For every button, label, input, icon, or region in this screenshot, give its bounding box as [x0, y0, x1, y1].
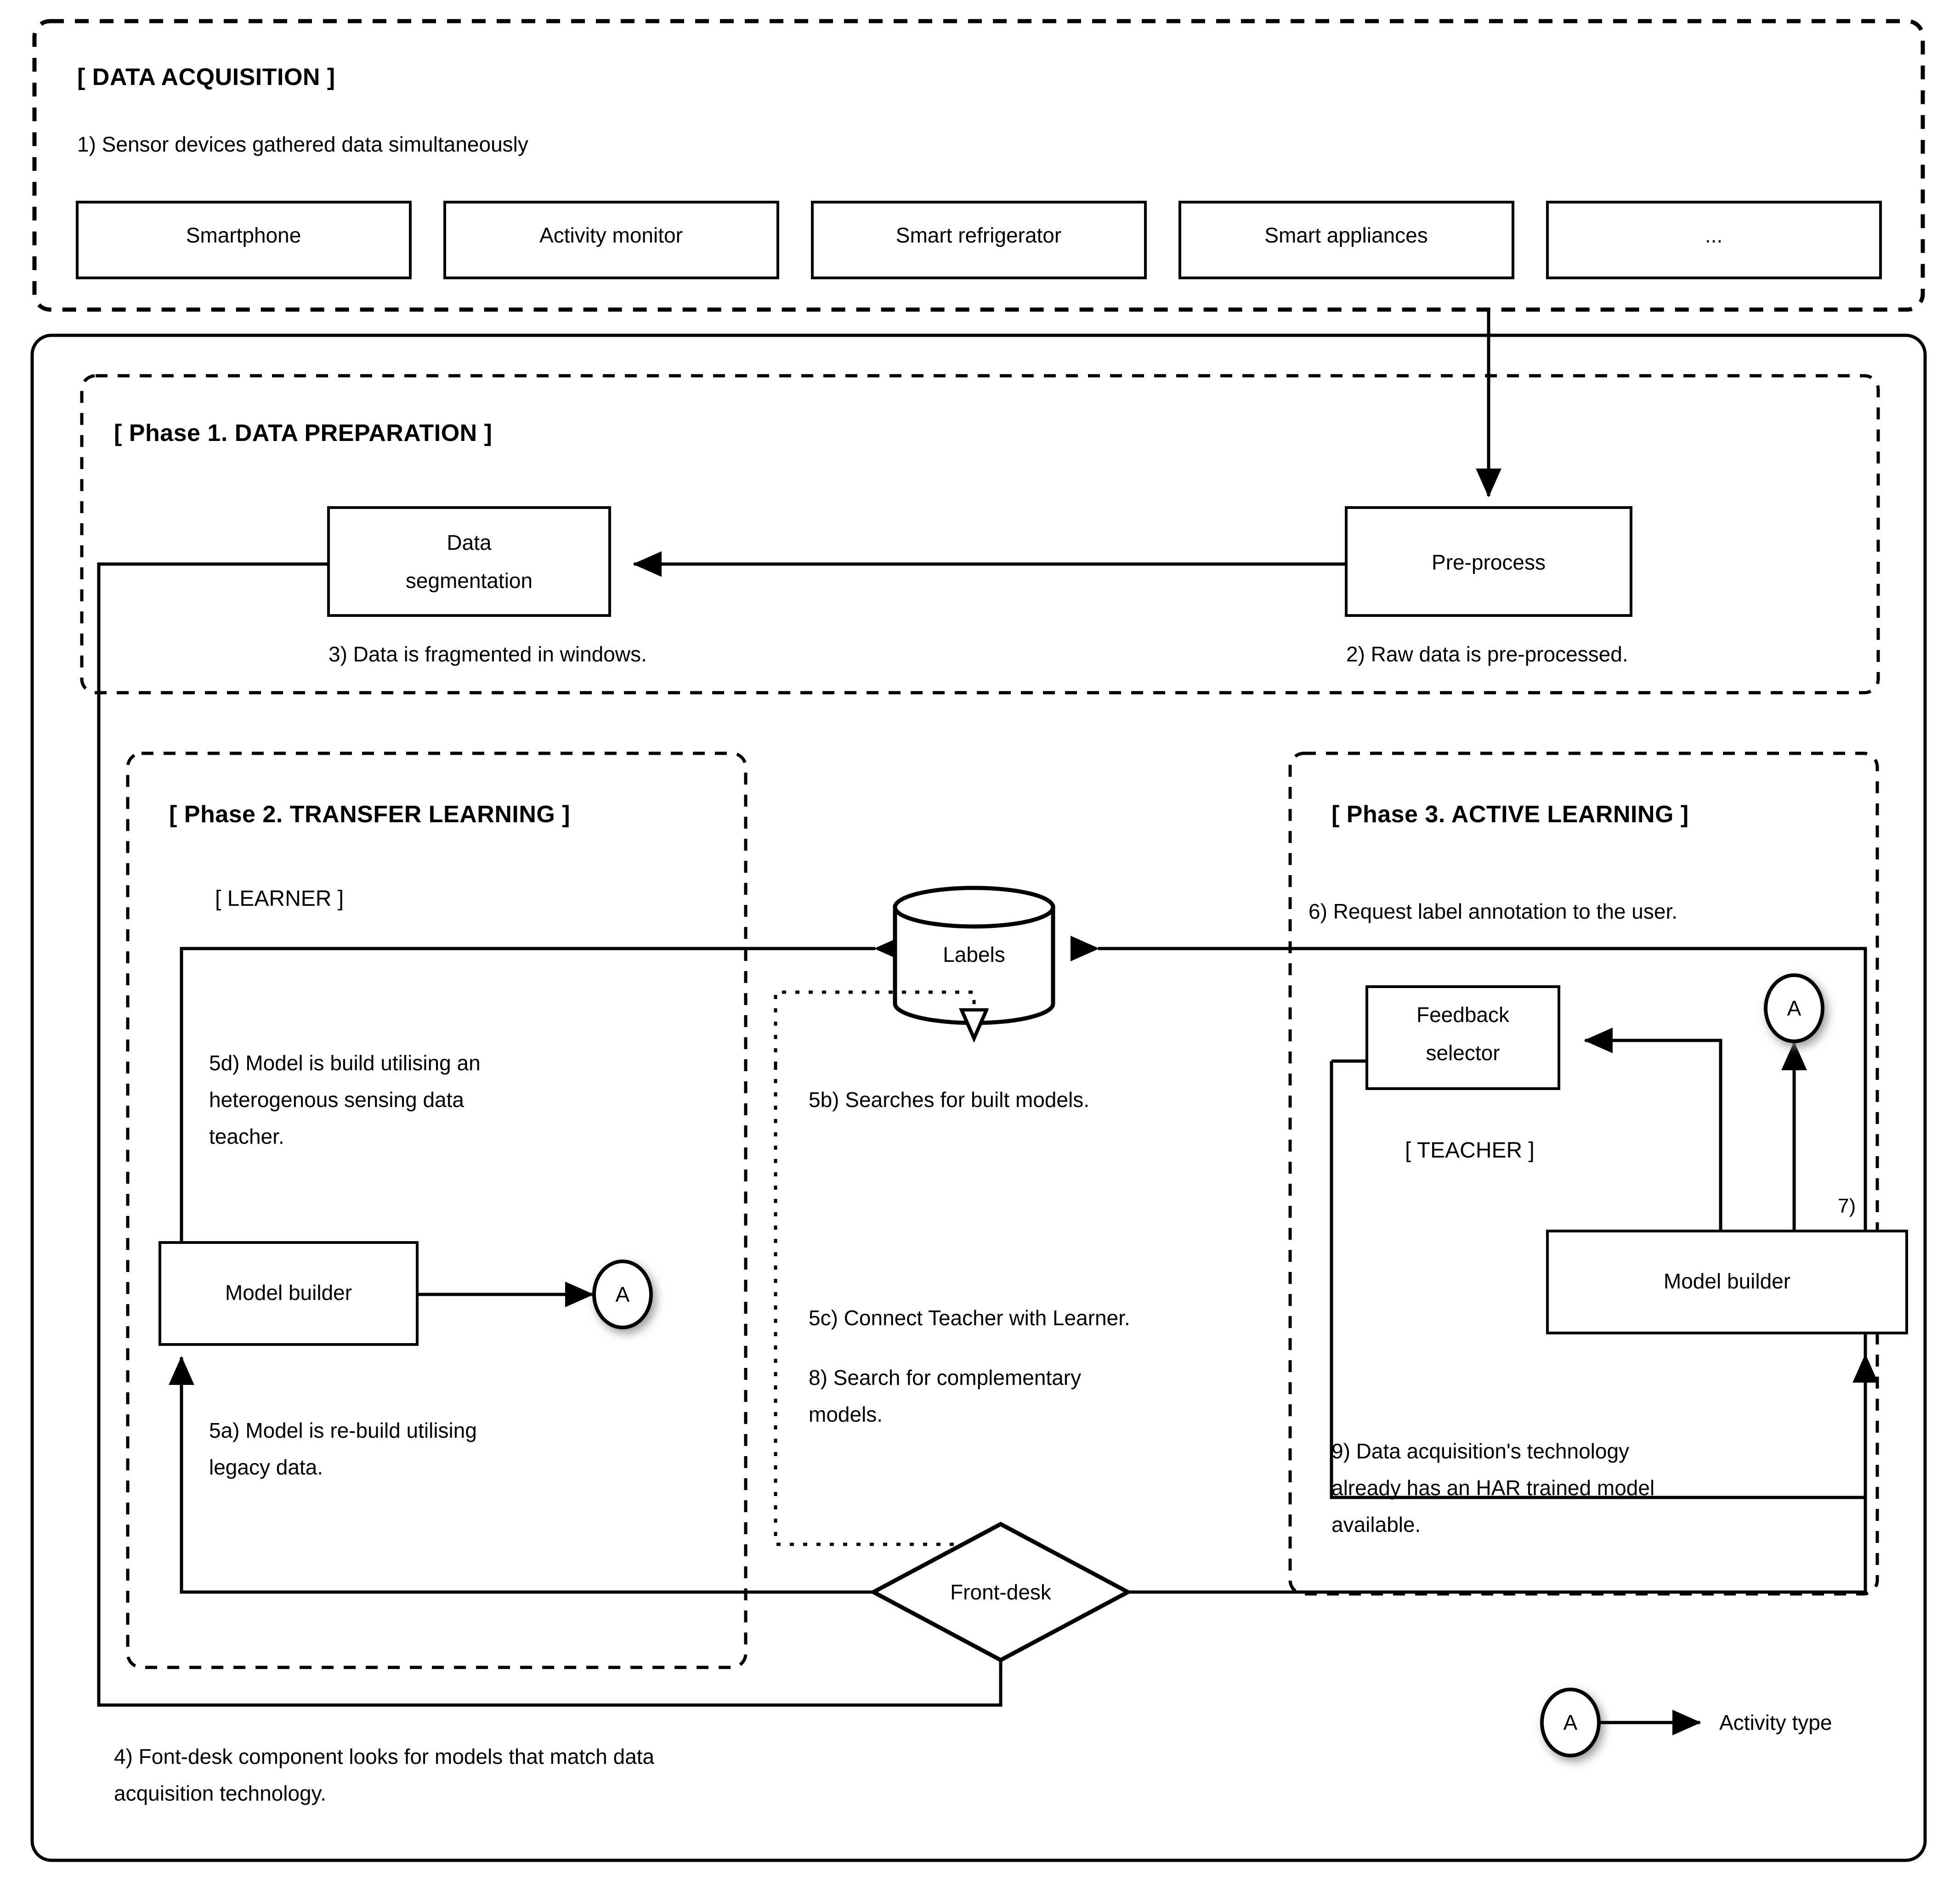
node-label-line1: Data [447, 531, 492, 554]
phase3-role-teacher: [ TEACHER ] [1405, 1138, 1535, 1163]
note-step-7: 7) [1838, 1195, 1856, 1217]
device-box-activity-monitor[interactable]: Activity monitor [443, 201, 779, 279]
note-step-9-line2: already has an HAR trained model [1331, 1476, 1654, 1500]
note-step-2: 2) Raw data is pre-processed. [1346, 642, 1628, 666]
device-label-ellipsis: ... [1705, 223, 1722, 247]
note-step-8-line2: models. [809, 1402, 883, 1426]
node-feedback-selector[interactable]: Feedback selector [1365, 985, 1560, 1090]
edge-dotted-frontdesk-to-labels [774, 990, 974, 1066]
device-label: Smart appliances [1264, 223, 1428, 247]
device-label: Activity monitor [539, 223, 683, 247]
activity-marker-label: A [616, 1282, 630, 1306]
note-step-4-line1: 4) Font-desk component looks for models … [114, 1745, 655, 1768]
node-label-line2: selector [1426, 1041, 1500, 1065]
note-step-8-line1: 8) Search for complementary [809, 1366, 1081, 1390]
device-label: Smart refrigerator [896, 223, 1061, 247]
node-data-segmentation[interactable]: Data segmentation [327, 506, 611, 617]
edge-teacher-left-rail [1330, 1061, 1865, 1499]
node-model-builder-learner[interactable]: Model builder [159, 1241, 419, 1346]
phase1-container [80, 374, 1880, 695]
legend-activity-type: A Activity type [1540, 1688, 1832, 1757]
pipeline-outer-frame [30, 333, 1927, 1862]
phase1-header: [ Phase 1. DATA PREPARATION ] [114, 420, 492, 446]
node-front-desk[interactable]: Front-desk [869, 1521, 1133, 1663]
node-label: Model builder [1664, 1269, 1790, 1293]
node-model-builder-teacher[interactable]: Model builder [1546, 1230, 1908, 1334]
node-label-line2: segmentation [406, 569, 532, 593]
note-step-9-line3: available. [1331, 1513, 1421, 1536]
datastore-labels[interactable]: Labels [893, 886, 1055, 1025]
node-label: Model builder [225, 1281, 352, 1305]
node-label: Front-desk [950, 1580, 1052, 1604]
node-label-line1: Feedback [1416, 1003, 1510, 1027]
note-step-5d-line1: 5d) Model is build utilising an [209, 1051, 481, 1075]
device-box-smartphone[interactable]: Smartphone [76, 201, 412, 279]
device-label: Smartphone [186, 223, 301, 247]
note-step-9-line1: 9) Data acquisition's technology [1331, 1439, 1629, 1463]
note-step-5d-line3: teacher. [209, 1124, 284, 1148]
node-pre-process[interactable]: Pre-process [1345, 506, 1632, 617]
legend-label: Activity type [1719, 1711, 1832, 1734]
activity-marker-learner: A [592, 1260, 653, 1329]
phase2-container [126, 751, 748, 1669]
datastore-label: Labels [943, 943, 1005, 966]
node-label: Pre-process [1432, 550, 1546, 574]
device-box-smart-refrigerator[interactable]: Smart refrigerator [811, 201, 1147, 279]
note-step-5c: 5c) Connect Teacher with Learner. [809, 1306, 1130, 1330]
data-acquisition-container [32, 19, 1925, 312]
phase2-header: [ Phase 2. TRANSFER LEARNING ] [169, 801, 570, 828]
note-step-5d-line2: heterogenous sensing data [209, 1088, 464, 1112]
note-step-5a-line2: legacy data. [209, 1455, 323, 1479]
phase3-container [1288, 751, 1879, 1596]
activity-marker-label: A [1787, 996, 1801, 1020]
edge-learner-to-labels [180, 936, 903, 1293]
edge-teacher-builder-to-feedback [1584, 1028, 1722, 1231]
note-step-5a-line1: 5a) Model is re-build utilising [209, 1418, 477, 1442]
phase3-header: [ Phase 3. ACTIVE LEARNING ] [1331, 801, 1689, 828]
note-step-3: 3) Data is fragmented in windows. [329, 642, 647, 666]
note-step-5b-text: 5b) Searches for built models. [809, 1088, 1089, 1112]
device-box-smart-appliances[interactable]: Smart appliances [1178, 201, 1514, 279]
note-step-4-line2: acquisition technology. [114, 1781, 326, 1805]
note-step-6: 6) Request label annotation to the user. [1309, 899, 1677, 923]
edge-frontdesk-to-learner-builder [169, 1356, 875, 1594]
legend-marker: A [1563, 1711, 1578, 1734]
activity-marker-teacher: A [1764, 973, 1824, 1043]
note-step-1: 1) Sensor devices gathered data simultan… [77, 132, 528, 156]
phase2-role-learner: [ LEARNER ] [215, 887, 344, 911]
device-box-more[interactable]: ... [1546, 201, 1882, 279]
data-acquisition-header: [ DATA ACQUISITION ] [77, 64, 335, 90]
edge-frontdesk-to-teacher-builder [1128, 1354, 1878, 1594]
